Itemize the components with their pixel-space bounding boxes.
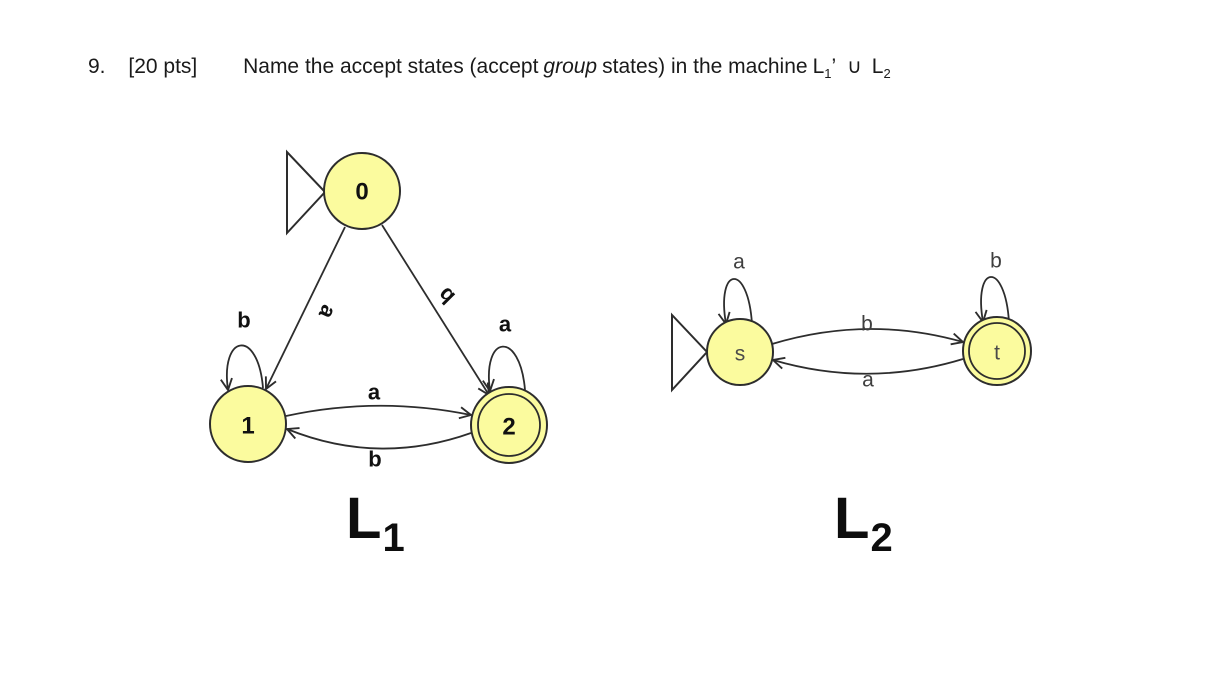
self-loop-t-label: b — [990, 249, 1002, 272]
state-1-label: 1 — [241, 412, 254, 439]
expr-l1-sub: 1 — [824, 66, 832, 82]
state-0-circle — [323, 152, 401, 230]
machine-l2-title: L2 — [834, 490, 893, 559]
edge-2-to-1 — [287, 429, 472, 450]
self-loop-2-label: a — [499, 312, 512, 337]
state-t-accept-ring — [968, 322, 1026, 380]
self-loop-state-1 — [227, 344, 264, 390]
machine-l2: s t a b b a — [671, 249, 1032, 393]
question-text-post: states) in the machine — [602, 55, 808, 78]
l2-letter: L — [834, 486, 870, 551]
state-1-circle — [209, 385, 287, 463]
state-0-label: 0 — [355, 178, 368, 205]
state-s-circle — [706, 318, 774, 386]
union-symbol: ∪ — [847, 56, 862, 78]
state-2-circle — [470, 386, 548, 464]
machine-l1-title: L1 — [346, 490, 405, 559]
edge-s-t-label: b — [861, 312, 873, 335]
edge-s-to-t — [771, 328, 963, 344]
l2-subscript: 2 — [870, 516, 893, 560]
l1-letter: L — [346, 486, 382, 551]
state-2-accept-ring — [477, 393, 541, 457]
edge-t-s-label: a — [862, 368, 874, 391]
edge-t-to-s — [773, 359, 964, 375]
l1-subscript: 1 — [382, 516, 405, 560]
expr-prime: ’ — [831, 55, 838, 78]
edge-1-to-2 — [285, 404, 471, 416]
self-loop-state-t — [981, 276, 1010, 322]
question-number: 9. — [88, 55, 106, 78]
question-text-italic: group — [543, 55, 598, 78]
self-loop-1-label: b — [237, 308, 250, 333]
machine-expression: L1’∪L2 — [812, 55, 891, 82]
question-text-pre: Name the accept states (accept — [243, 55, 539, 78]
expr-l2-sub: 2 — [883, 66, 891, 82]
edge-0-2-label: b — [433, 282, 460, 309]
expr-l1: L — [812, 55, 825, 78]
state-t-label: t — [994, 341, 1000, 364]
edge-2-1-label: b — [368, 447, 381, 472]
edge-0-1-label: a — [314, 301, 342, 323]
question-points: [20 pts] — [128, 55, 198, 78]
self-loop-s-label: a — [733, 250, 745, 273]
start-arrow-icon — [286, 149, 327, 236]
question-header: 9. [20 pts] Name the accept states (acce… — [88, 54, 891, 81]
state-t-circle — [962, 316, 1032, 386]
edge-0-to-1 — [266, 226, 346, 389]
edge-1-2-label: a — [368, 380, 381, 405]
start-arrow-icon — [671, 312, 709, 393]
machine-l1: 0 1 2 a b b a a b — [209, 149, 548, 472]
expr-l2: L — [871, 55, 884, 78]
state-s-label: s — [735, 342, 746, 365]
self-loop-state-2 — [489, 345, 526, 391]
self-loop-state-s — [724, 278, 753, 324]
state-2-label: 2 — [502, 413, 515, 440]
edge-0-to-2 — [381, 224, 489, 395]
